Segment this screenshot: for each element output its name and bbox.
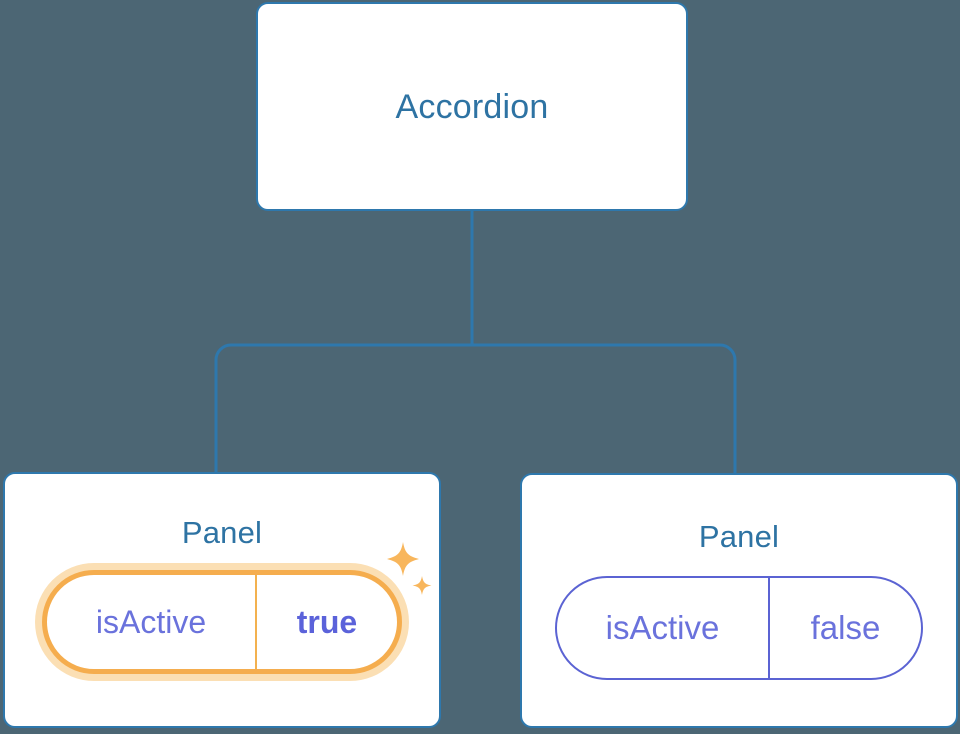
prop-pill-isactive-false[interactable]: isActive false (555, 576, 923, 680)
prop-name: isActive (557, 578, 770, 678)
node-title: Accordion (395, 87, 549, 126)
connector-branch-right (472, 343, 737, 473)
prop-name: isActive (47, 575, 257, 669)
sparkle-small-icon (412, 576, 432, 595)
sparkle-large-icon (387, 542, 419, 576)
prop-pill-isactive-true[interactable]: isActive true (42, 570, 402, 674)
node-title: Panel (698, 519, 780, 554)
prop-value: true (296, 603, 358, 640)
prop-value: false (810, 609, 881, 646)
node-title: Panel (181, 515, 263, 550)
prop-pill-wrapper: isActive true (42, 542, 432, 674)
tree-node-accordion[interactable]: Accordion (256, 2, 688, 211)
prop-pill-wrapper: isActive false (555, 576, 923, 680)
tree-node-panel-1[interactable]: Panel isActive false (520, 473, 958, 728)
connector-branch-left (214, 343, 472, 472)
tree-node-panel-0[interactable]: Panel isActive true (3, 472, 441, 728)
